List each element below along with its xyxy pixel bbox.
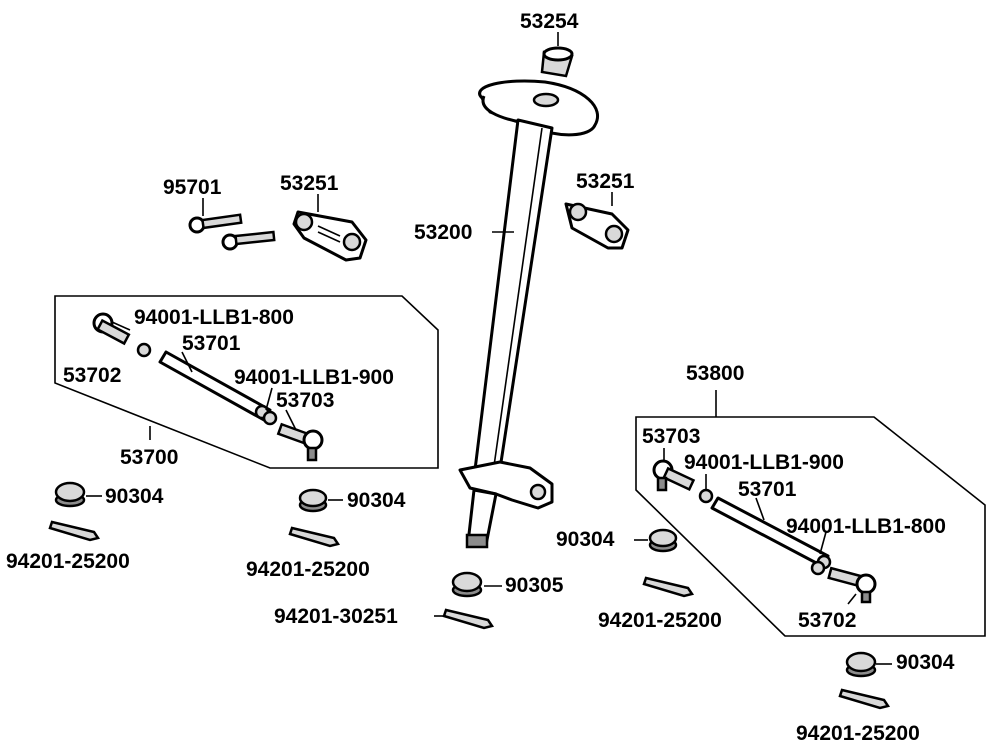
cotter-pin-a-drawing [48,520,101,542]
label-94201-25200-a: 94201-25200 [6,550,130,573]
label-53800: 53800 [686,362,744,385]
tie-rod-assembly-outline-left [54,295,439,469]
label-53200: 53200 [414,221,472,244]
label-53703-left: 53703 [276,389,334,412]
label-53251-left: 53251 [280,172,339,195]
label-94001-llb1-800-right: 94001-LLB1-800 [786,515,946,538]
label-53701-right: 53701 [738,478,797,501]
nut-90304-d-drawing [845,651,877,678]
label-94001-llb1-800-left: 94001-LLB1-800 [134,306,294,329]
label-94201-30251: 94201-30251 [274,605,398,628]
label-53251-right: 53251 [576,170,635,193]
tie-rod-left-drawing [92,312,324,462]
label-90305: 90305 [505,574,564,597]
label-53702-right: 53702 [798,609,856,632]
label-53701-left: 53701 [182,332,241,355]
nut-90304-a-drawing [54,481,86,508]
nut-90304-c-drawing [648,528,678,553]
tie-rod-right-drawing [652,459,877,604]
label-90304-a: 90304 [105,485,164,508]
label-90304-d: 90304 [896,651,955,674]
nut-90305-drawing [451,571,483,598]
leader-lines [86,32,892,665]
label-94001-llb1-900-right: 94001-LLB1-900 [684,451,844,474]
clamp-53251-left-drawing [292,210,368,262]
cotter-pin-30251-drawing [442,608,495,630]
label-53703-right: 53703 [642,425,700,448]
label-53254: 53254 [520,10,579,33]
cotter-pin-d-drawing [838,688,891,710]
label-90304-c: 90304 [556,528,615,551]
cotter-pin-c-drawing [642,576,695,598]
steering-shaft-drawing [458,79,599,549]
label-94001-llb1-900-left: 94001-LLB1-900 [234,366,394,389]
label-94201-25200-b: 94201-25200 [246,558,370,581]
label-53700: 53700 [120,446,178,469]
tie-rod-assembly-outline-right [635,416,986,637]
nut-90304-b-drawing [298,488,328,513]
clamp-53251-right-drawing [564,202,630,250]
cotter-pin-b-drawing [288,526,341,548]
label-90304-b: 90304 [347,489,406,512]
label-94201-25200-c: 94201-25200 [598,609,722,632]
bushing-53254-drawing [540,46,574,78]
label-95701: 95701 [163,176,222,199]
label-53702-left: 53702 [63,364,121,387]
label-94201-25200-d: 94201-25200 [796,722,920,745]
bolts-95701-drawing [188,213,276,251]
